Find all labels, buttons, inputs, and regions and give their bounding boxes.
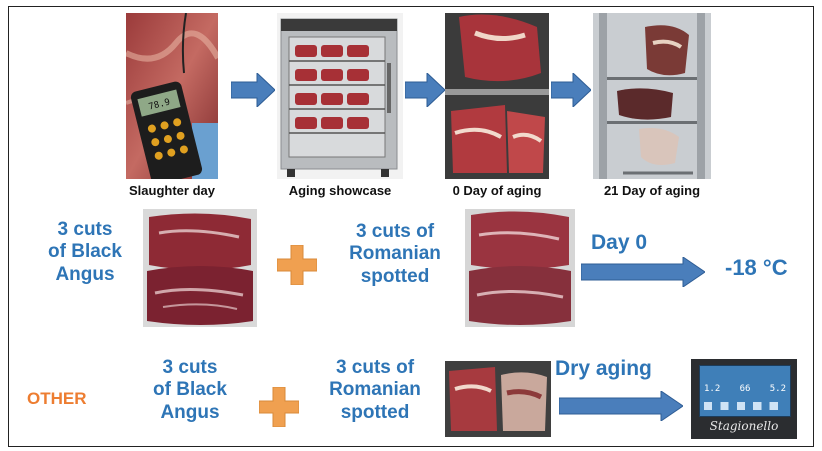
row2-dry-aging-beef-photo: [445, 361, 551, 437]
aging-showcase-photo: [277, 13, 403, 179]
fresh-beef-racks-image: [445, 13, 549, 179]
day0-aging-photo: [445, 13, 549, 179]
timeline-arrow-3: [551, 73, 591, 107]
control-panel-brand: Stagionello: [691, 419, 797, 433]
timeline-arrow-1: [231, 73, 275, 107]
row2-romanian-line1: 3 cuts of: [305, 357, 445, 379]
row1-arrow: [581, 257, 705, 287]
row1-romanian-line2: Romanian: [325, 243, 465, 265]
control-panel-screen: 1.2 66 5.2: [699, 365, 791, 417]
black-angus-steaks-image: [143, 209, 257, 327]
row2-romanian-line3: spotted: [305, 402, 445, 424]
row1-black-angus-line1: 3 cuts: [29, 219, 141, 241]
romanian-spotted-steaks-image: [465, 209, 575, 327]
caption-day0-aging: 0 Day of aging: [435, 183, 559, 198]
row1-black-angus-photo: [143, 209, 257, 327]
row1-romanian-spotted-label: 3 cuts of Romanian spotted: [325, 221, 465, 288]
timeline-arrow-2: [405, 73, 445, 107]
row1-romanian-spotted-photo: [465, 209, 575, 327]
row1-plus-icon: [277, 245, 317, 290]
row2-plus-icon: [259, 387, 299, 432]
row2-black-angus-label: 3 cuts of Black Angus: [137, 357, 243, 424]
row2-black-angus-line2: of Black: [137, 379, 243, 401]
readout-1: 1.2: [704, 384, 720, 394]
readout-3: 5.2: [770, 384, 786, 394]
control-panel-readouts: 1.2 66 5.2: [704, 384, 786, 394]
row2-dry-aging-label: Dry aging: [555, 357, 675, 382]
row2-romanian-line2: Romanian: [305, 379, 445, 401]
row1-romanian-line1: 3 cuts of: [325, 221, 465, 243]
row2-black-angus-line1: 3 cuts: [137, 357, 243, 379]
aged-beef-racks-image: [593, 13, 711, 179]
row2-black-angus-line3: Angus: [137, 402, 243, 424]
caption-slaughter-day: Slaughter day: [117, 183, 227, 198]
thermometer-meat-image: 78.9: [126, 13, 218, 179]
row1-black-angus-label: 3 cuts of Black Angus: [29, 219, 141, 286]
readout-2: 66: [740, 384, 751, 394]
row1-black-angus-line3: Angus: [29, 264, 141, 286]
row2-arrow: [559, 391, 683, 421]
row2-romanian-spotted-label: 3 cuts of Romanian spotted: [305, 357, 445, 424]
row1-day0-label: Day 0: [591, 231, 665, 256]
caption-aging-showcase: Aging showcase: [275, 183, 405, 198]
dry-aging-beef-image: [445, 361, 551, 437]
row1-freeze-temperature: -18 °C: [725, 255, 807, 281]
control-panel-icon-row: [704, 402, 786, 410]
day21-aging-photo: [593, 13, 711, 179]
caption-day21-aging: 21 Day of aging: [586, 183, 718, 198]
row2-control-panel-photo: 1.2 66 5.2 Stagionello: [691, 359, 797, 439]
showcase-cabinet-image: [277, 13, 403, 179]
row1-black-angus-line2: of Black: [29, 241, 141, 263]
row1-romanian-line3: spotted: [325, 266, 465, 288]
figure-frame: 78.9 Slaughter day: [8, 6, 814, 447]
row2-other-label: OTHER: [27, 389, 87, 409]
slaughter-day-photo: 78.9: [126, 13, 218, 179]
